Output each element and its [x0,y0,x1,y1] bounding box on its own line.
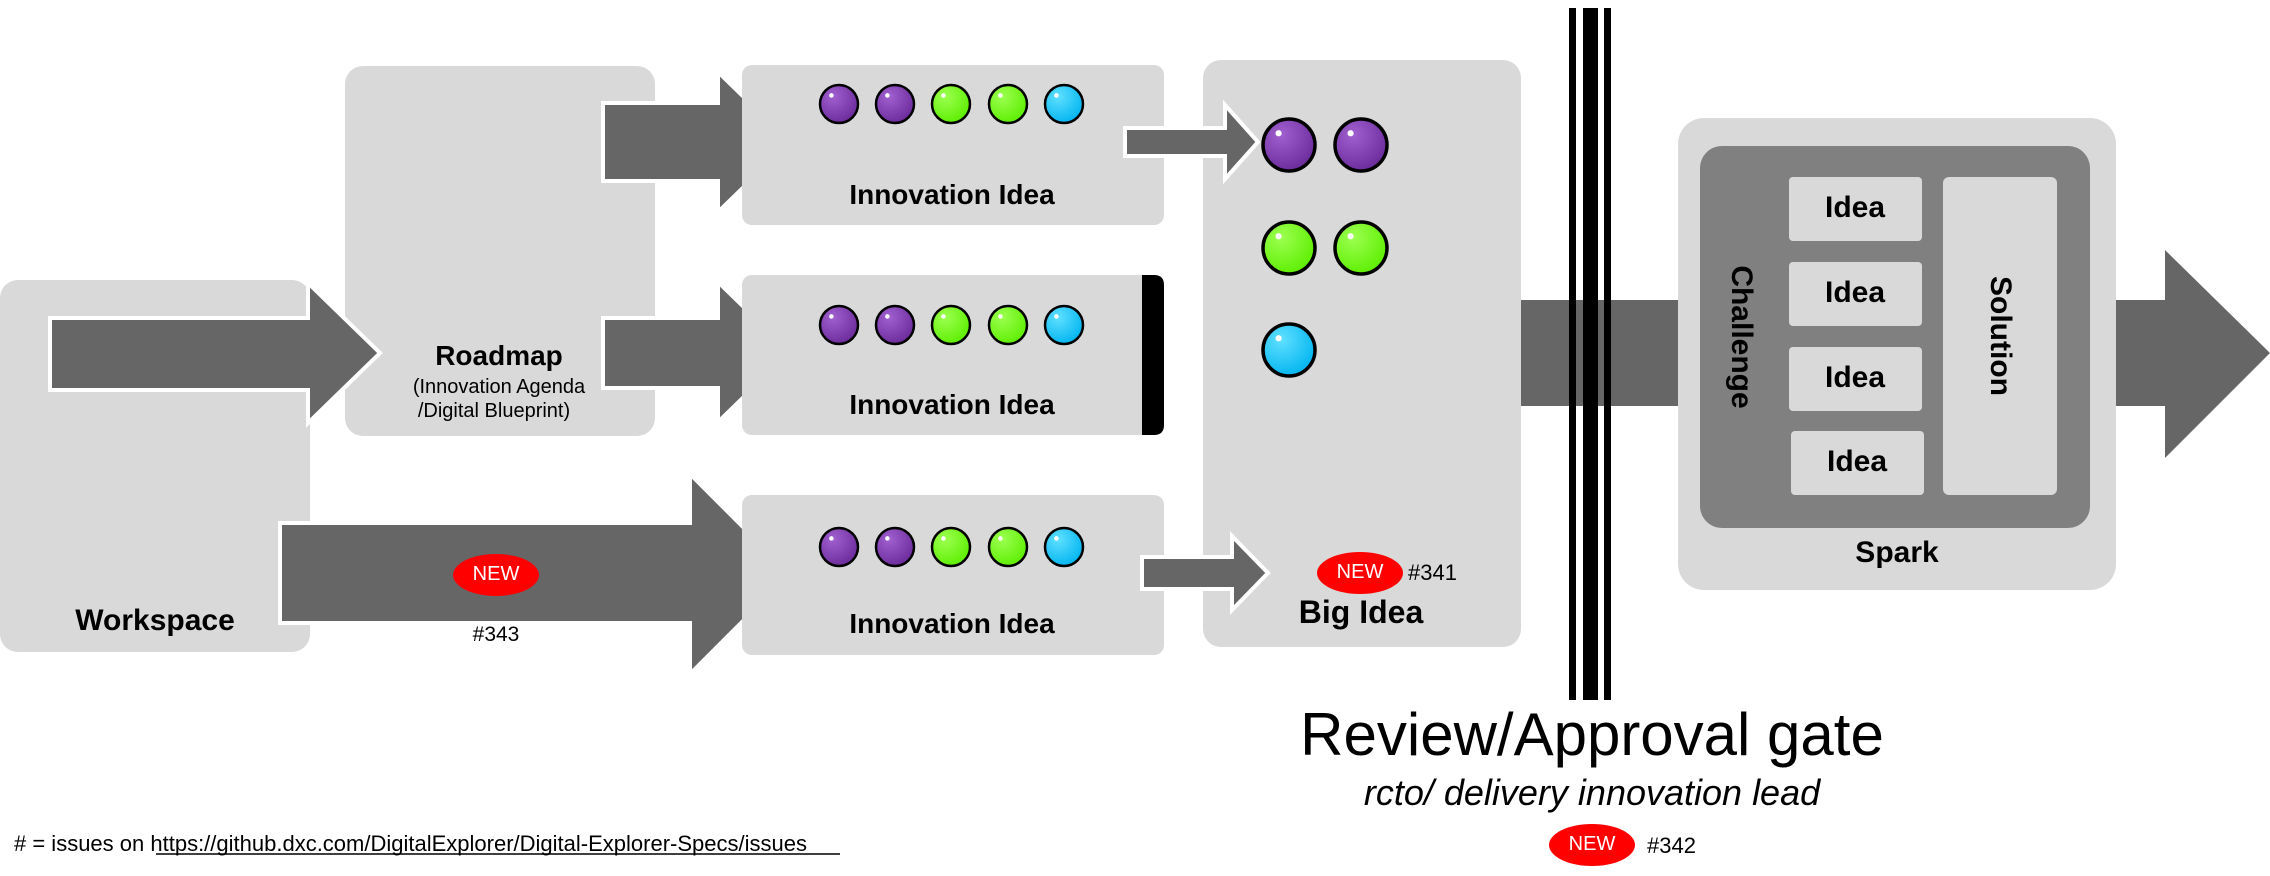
spark-idea-box-2 [1789,262,1922,326]
spark-label: Spark [1855,536,1939,569]
idea-ball-purple-3-1-highlight [829,536,834,541]
idea-ball-green-2-3 [930,304,972,346]
arrow-idea-3-to-big-idea [1140,531,1271,615]
spark-idea-box-4 [1791,431,1924,495]
gate-title: Review/Approval gate [1300,701,1884,768]
arrow-idea-1-to-big-idea [1123,99,1261,185]
roadmap-title: Roadmap [435,340,563,371]
idea-ball-purple-3-1 [818,526,860,568]
idea-ball-green-3-4 [987,526,1029,568]
solution-label: Solution [1984,276,2017,396]
gate-issue: #342 [1647,833,1696,858]
roadmap-subtitle-line2: /Digital Blueprint) [417,400,571,422]
big-idea-ball-blue-5-highlight [1275,335,1282,342]
idea-ball-green-1-4 [987,83,1029,125]
workspace-label: Workspace [75,604,235,637]
idea-ball-green-3-4-highlight [998,536,1003,541]
idea-ball-green-1-3-highlight [941,93,946,98]
idea-ball-purple-2-1-highlight [829,314,834,319]
big-idea-ball-purple-1-highlight [1275,130,1282,137]
idea-balls-group [818,83,1389,568]
idea-ball-blue-1-5-highlight [1054,93,1059,98]
idea-ball-blue-3-5-highlight [1054,536,1059,541]
idea-ball-purple-1-1-highlight [829,93,834,98]
idea-ball-purple-2-2-highlight [885,314,890,319]
idea-ball-green-3-3-highlight [941,536,946,541]
footer-note: # = issues on https://github.dxc.com/Dig… [14,831,807,857]
big-idea-ball-purple-2-highlight [1347,130,1354,137]
spark-idea-label-1: Idea [1824,191,1886,224]
idea-ball-green-3-3 [930,526,972,568]
new-badge-big-idea-text: NEW [1336,561,1384,583]
idea-ball-green-2-4 [987,304,1029,346]
idea-ball-green-1-4-highlight [998,93,1003,98]
idea-ball-blue-1-5 [1043,83,1085,125]
idea-ball-blue-3-5 [1043,526,1085,568]
spark-idea-box-3 [1789,347,1922,411]
big-idea-ball-green-4 [1333,220,1389,276]
footer-prefix: # = issues on [14,831,151,856]
idea-ball-purple-2-2 [874,304,916,346]
big-idea-ball-purple-1 [1261,117,1317,173]
big-idea-ball-green-4-highlight [1347,233,1354,240]
new-badge-gate-text: NEW [1568,833,1616,855]
review-gate-bars [1569,8,1611,700]
big-idea-panel [1203,60,1521,647]
big-idea-ball-green-3-highlight [1275,233,1282,240]
big-idea-ball-purple-2 [1333,117,1389,173]
roadmap-panel [345,66,655,436]
idea-ball-green-2-4-highlight [998,314,1003,319]
idea-ball-green-2-3-highlight [941,314,946,319]
big-idea-ball-green-3 [1261,220,1317,276]
idea-ball-blue-2-5 [1043,304,1085,346]
spark-idea-label-2: Idea [1824,276,1886,309]
innovation-idea-label-1: Innovation Idea [849,179,1055,210]
big-idea-issue: #341 [1408,560,1457,585]
new-badge-arrow-text: NEW [472,563,520,585]
idea-ball-green-1-3 [930,83,972,125]
idea-ball-purple-3-2 [874,526,916,568]
challenge-label: Challenge [1725,265,1758,409]
spark-idea-box-1 [1789,177,1922,241]
band-big-idea-to-spark [1521,300,1681,406]
arrow-issue-number: #343 [472,623,520,646]
innovation-idea-label-3: Innovation Idea [849,608,1055,639]
innovation-idea-panel-2-black-edge [1142,275,1164,435]
big-idea-label: Big Idea [1298,594,1424,630]
big-idea-ball-blue-5 [1261,322,1317,378]
spark-idea-label-3: Idea [1824,361,1886,394]
idea-ball-blue-2-5-highlight [1054,314,1059,319]
roadmap-subtitle-line1: (Innovation Agenda [412,376,586,398]
idea-ball-purple-3-2-highlight [885,536,890,541]
idea-ball-purple-2-1 [818,304,860,346]
idea-ball-purple-1-2-highlight [885,93,890,98]
new-badge-arrow [453,554,539,596]
arrow-spark-out [2110,250,2270,458]
solution-box [1943,177,2057,495]
idea-ball-purple-1-1 [818,83,860,125]
innovation-idea-label-2: Innovation Idea [849,389,1055,420]
gate-subtitle: rcto/ delivery innovation lead [1363,772,1821,813]
new-badge-gate [1549,824,1635,866]
footer-link[interactable]: https://github.dxc.com/DigitalExplorer/D… [150,831,807,856]
new-badge-big-idea [1317,552,1403,594]
arrow-workspace-to-roadmap [48,278,383,428]
idea-ball-purple-1-2 [874,83,916,125]
spark-idea-label-4: Idea [1826,445,1888,478]
